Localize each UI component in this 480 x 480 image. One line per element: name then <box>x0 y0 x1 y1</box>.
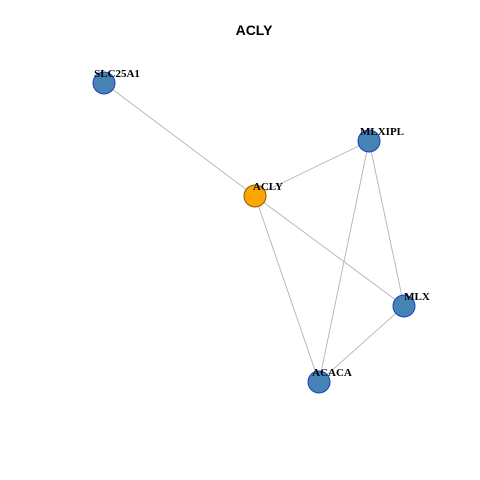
edge-mlxipl-mlx <box>368 140 405 307</box>
node-label-acly: ACLY <box>253 181 283 193</box>
edge-mlxipl-acaca <box>318 140 370 383</box>
node-label-acaca: ACACA <box>312 367 352 379</box>
node-label-mlxipl: MLXIPL <box>360 126 404 138</box>
node-slc25a1 <box>92 71 116 95</box>
edge-mlx-acaca <box>318 305 405 383</box>
node-mlx <box>392 294 416 318</box>
edge-acly-mlxipl <box>254 140 370 197</box>
edge-acly-acaca <box>254 195 320 383</box>
node-label-mlx: MLX <box>404 291 430 303</box>
node-acaca <box>307 370 331 394</box>
edge-layer <box>103 82 405 383</box>
edge-slc25a1-acly <box>103 82 256 197</box>
node-mlxipl <box>357 129 381 153</box>
node-layer <box>92 71 416 394</box>
edge-acly-mlx <box>254 195 405 307</box>
graph-title: ACLY <box>236 22 273 38</box>
node-label-slc25a1: SLC25A1 <box>94 68 140 80</box>
node-acly <box>243 184 267 208</box>
